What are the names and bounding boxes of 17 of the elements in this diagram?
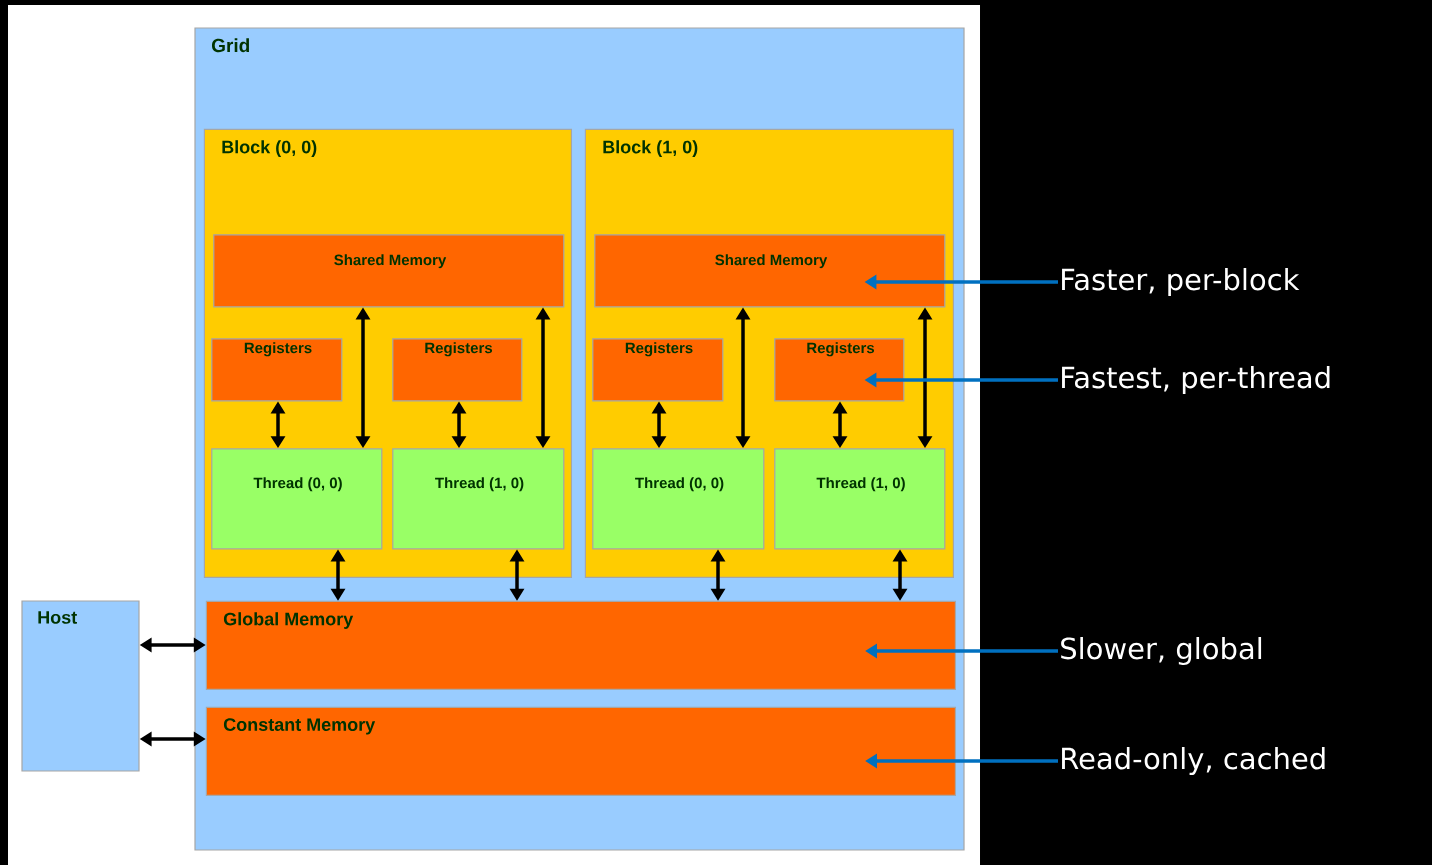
memory-box: Global Memory — [205, 600, 956, 690]
memory-note: Faster, per-block — [1062, 267, 1300, 297]
register-box: Registers — [211, 338, 343, 402]
memory-box: Shared Memory — [594, 234, 946, 308]
register-box: Registers — [774, 338, 905, 402]
thread-box: Thread (1, 0) — [392, 448, 565, 550]
memory-box: Constant Memory — [205, 706, 956, 796]
memory-note: Read-only, cached — [1062, 747, 1325, 776]
thread-box: Thread (0, 0) — [592, 448, 765, 550]
host-box: Host — [21, 600, 140, 772]
thread-box: Thread (1, 0) — [774, 448, 946, 550]
memory-note: Slower, global — [1061, 636, 1262, 666]
thread-box: Thread (0, 0) — [211, 448, 383, 550]
memory-note: Fastest, per-thread — [1062, 365, 1330, 395]
memory-box: Shared Memory — [213, 234, 565, 308]
register-box: Registers — [592, 338, 724, 402]
register-box: Registers — [392, 338, 523, 402]
